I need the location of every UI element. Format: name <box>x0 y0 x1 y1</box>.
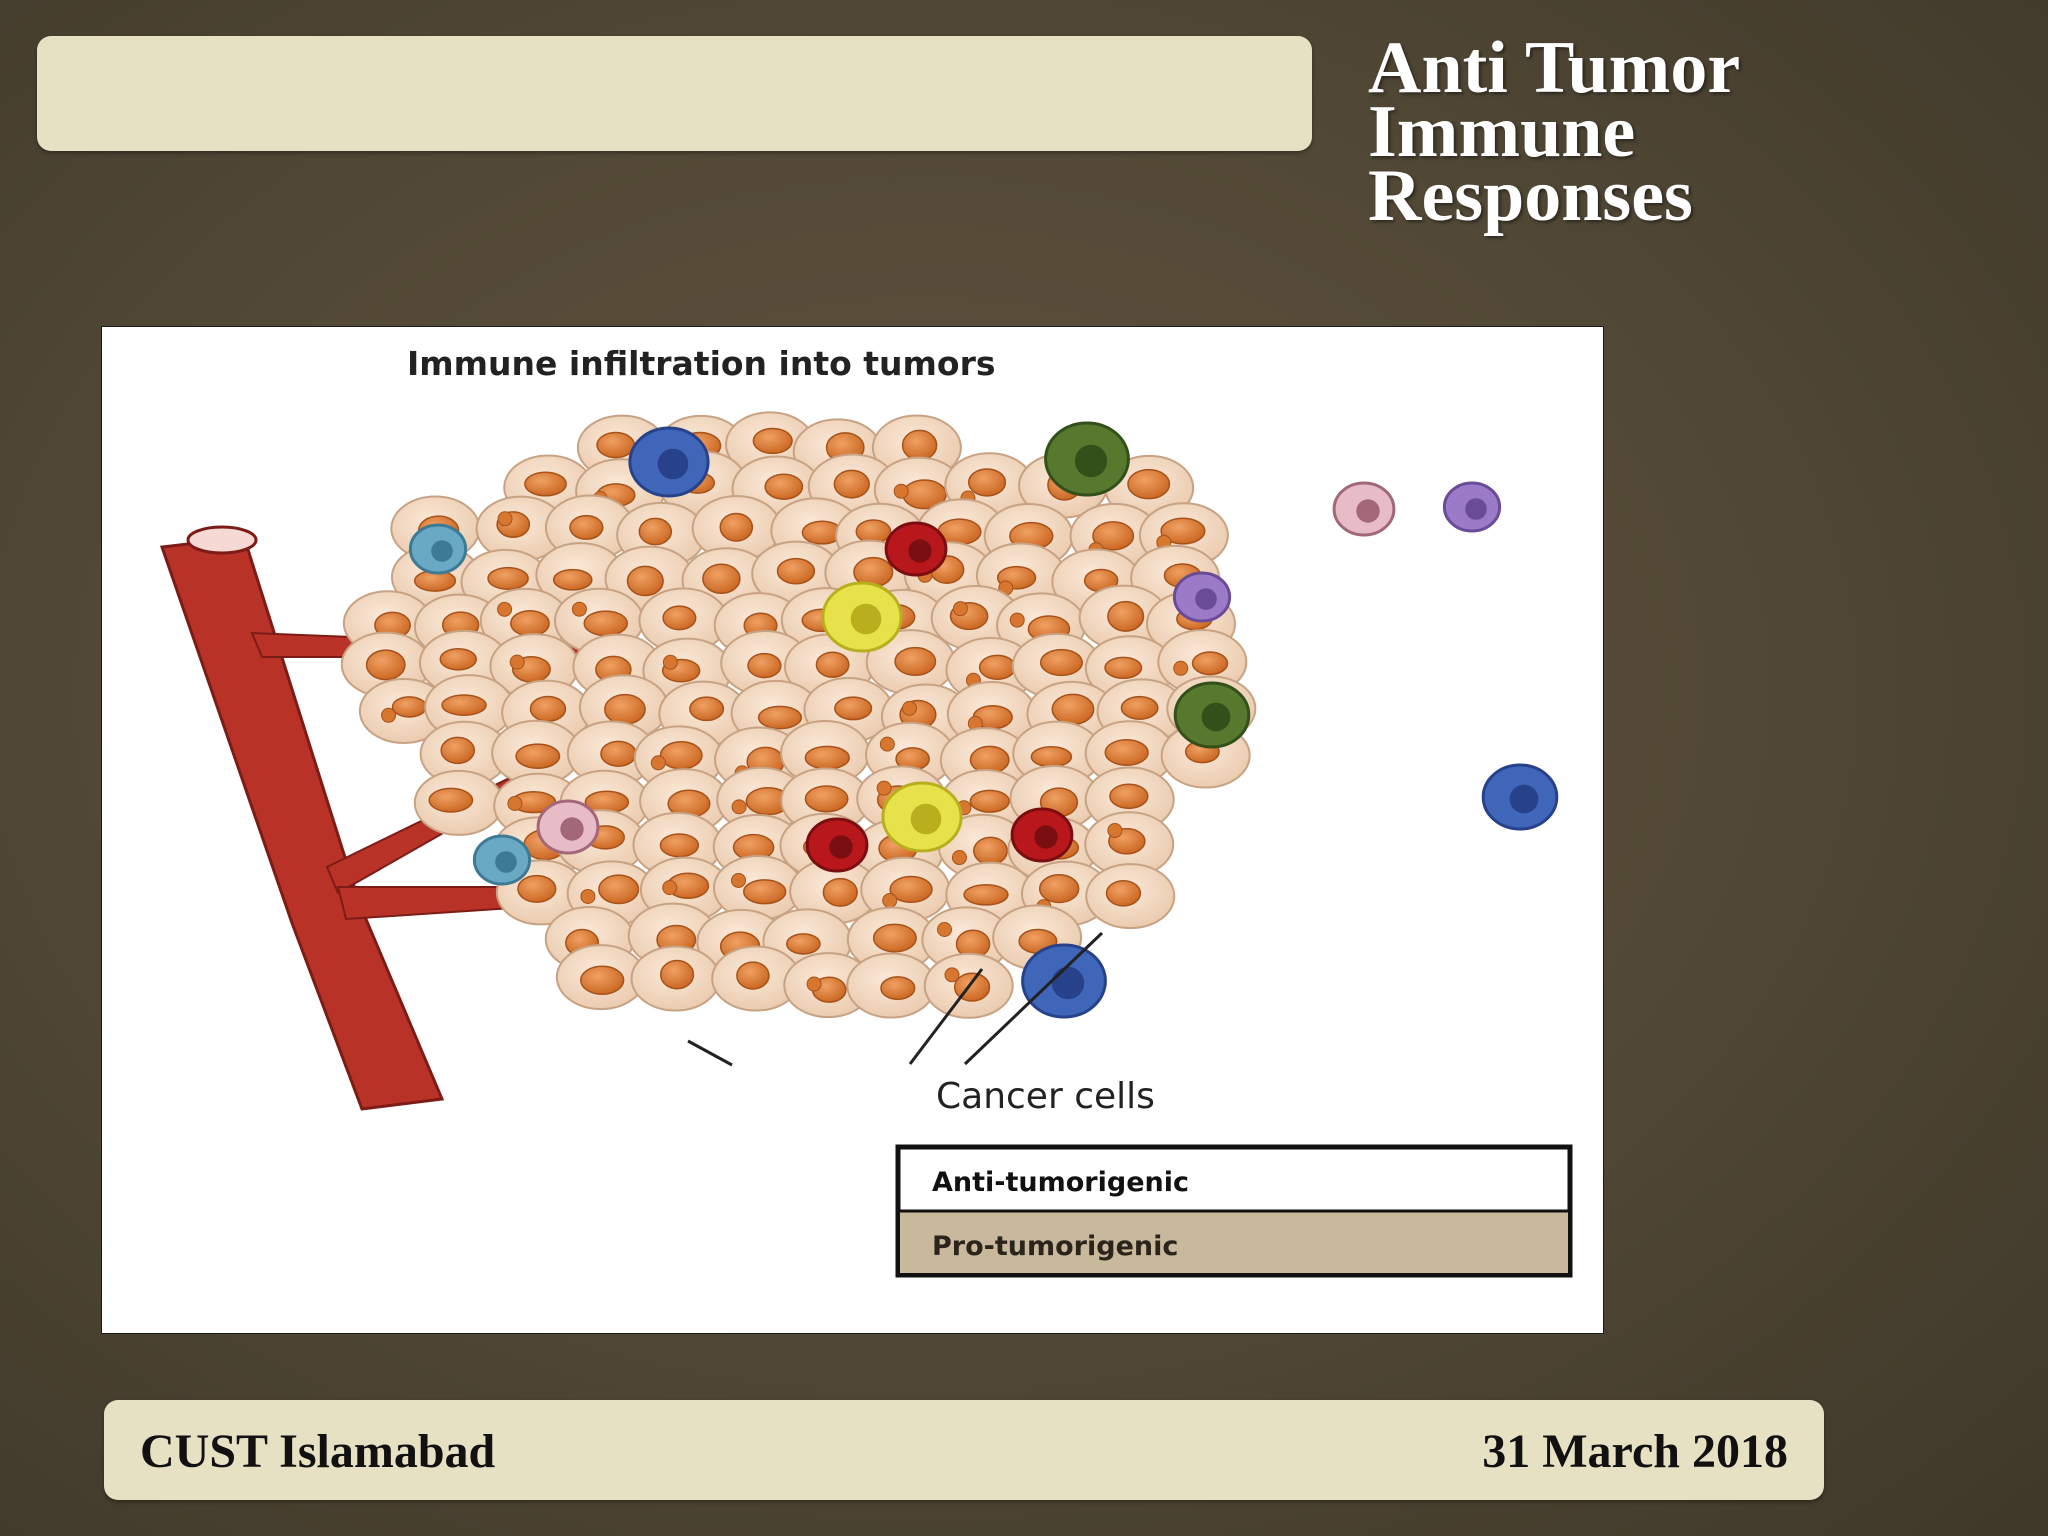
yellow-cell <box>821 581 903 653</box>
tumor-cell <box>413 769 504 836</box>
red-cell <box>805 817 869 873</box>
teal-lymphocyte <box>408 523 468 575</box>
dendritic-cell <box>536 799 600 855</box>
dendritic-cell <box>1332 481 1396 537</box>
tumor-cell <box>780 767 871 834</box>
slide-title-line-3: Responses <box>1368 155 1693 237</box>
tumor-cell <box>720 630 811 697</box>
slide-title-line-1: Anti Tumor <box>1368 27 1741 109</box>
green-nk-cell <box>1173 681 1251 749</box>
tumor-cell <box>780 719 871 786</box>
footer-bar: CUST Islamabad 31 March 2018 <box>104 1400 1824 1500</box>
blue-macrophage <box>1021 943 1107 1019</box>
blue-macrophage <box>1481 763 1559 831</box>
tumor-cell <box>937 813 1028 880</box>
blue-macrophage <box>628 426 710 498</box>
tumor-cell <box>1084 720 1175 787</box>
purple-cell <box>1172 571 1232 623</box>
tumor-infiltration-figure: Immune infiltration into tumors Cancer c… <box>101 326 1604 1334</box>
tumor-cell <box>1085 863 1176 930</box>
figure-illustration: Immune infiltration into tumors Cancer c… <box>159 344 1573 1278</box>
figure-heading: Immune infiltration into tumors <box>407 344 996 383</box>
tumor-cell <box>630 945 721 1012</box>
tumor-cell <box>419 720 510 787</box>
immune-cells <box>408 421 1559 1019</box>
slide-title: Anti Tumor Immune Responses <box>1368 27 2008 237</box>
footer-institution: CUST Islamabad <box>140 1425 496 1478</box>
legend: Anti-tumorigenic Pro-tumorigenic <box>895 1144 1573 1278</box>
green-nk-cell <box>1044 421 1130 497</box>
red-cell <box>1010 807 1074 863</box>
teal-lymphocyte <box>472 834 532 886</box>
yellow-cell <box>881 781 963 853</box>
red-cell <box>884 521 948 577</box>
tumor-cell <box>783 952 874 1019</box>
title-bar <box>37 36 1312 151</box>
tumor-cell <box>712 855 803 922</box>
cancer-cells-pointers <box>687 931 1104 1067</box>
legend-anti-tumorigenic: Anti-tumorigenic <box>932 1167 1189 1198</box>
cancer-cells-label: Cancer cells <box>936 1076 1155 1117</box>
tumor-cell <box>566 720 657 787</box>
tumor-cell <box>846 906 937 973</box>
tumor-cell <box>711 945 802 1012</box>
legend-pro-tumorigenic: Pro-tumorigenic <box>932 1231 1178 1262</box>
slide-title-line-2: Immune <box>1368 91 1636 173</box>
purple-cell <box>1442 481 1502 533</box>
footer-date: 31 March 2018 <box>1482 1425 1788 1478</box>
tumor-cell <box>846 952 937 1019</box>
tumor-cell-cluster <box>340 411 1257 1019</box>
